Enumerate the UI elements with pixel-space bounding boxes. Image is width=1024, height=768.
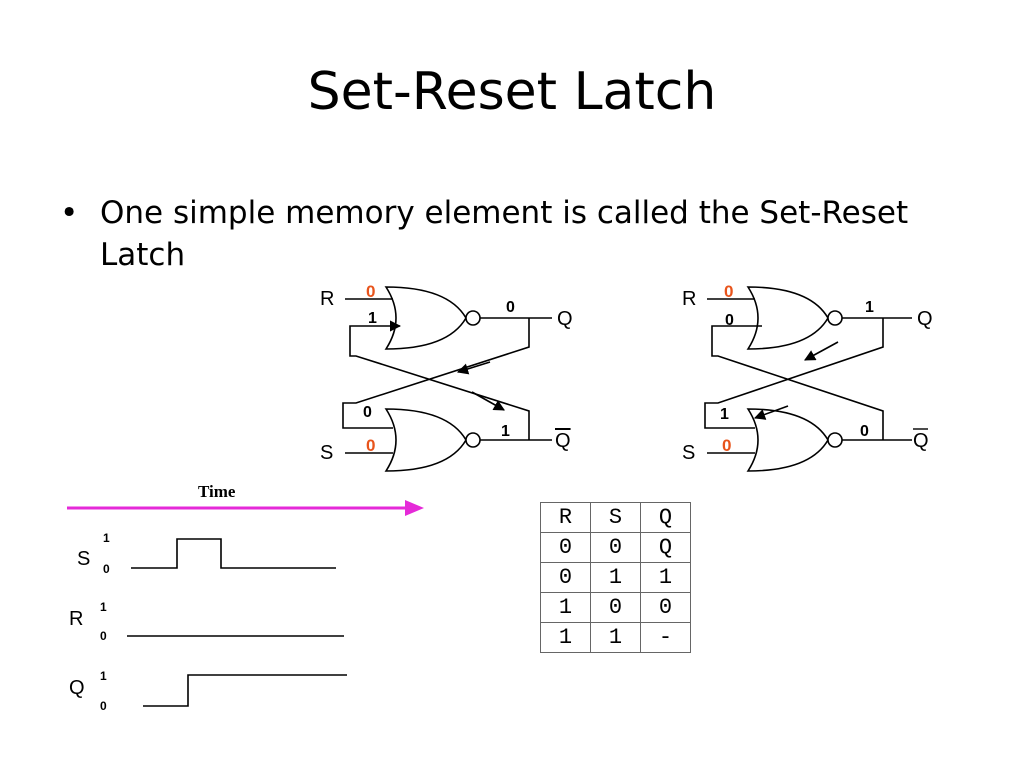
truth-table-cell: 1	[540, 622, 591, 653]
label-r-right: R	[682, 288, 696, 310]
latch-left	[342, 286, 552, 472]
time-label: Time	[198, 482, 236, 501]
nor-gate-bottom-left	[384, 408, 467, 472]
label-q-right: Q	[917, 308, 933, 330]
inverter-bubble-top-left	[465, 310, 481, 326]
nor-gate-top-left	[384, 286, 467, 350]
bullet-point: • One simple memory element is called th…	[60, 192, 940, 276]
signal-r-name: R	[69, 608, 83, 630]
truth-table-row: 1 0 0	[540, 592, 691, 623]
bullet-icon: •	[60, 195, 79, 231]
truth-table-cell: -	[640, 622, 691, 653]
value-feedback-top-right: 0	[725, 312, 734, 329]
value-feedback-top-left: 1	[368, 310, 377, 327]
truth-table-row: 1 1 -	[540, 622, 691, 653]
truth-table-cell: 0	[540, 532, 591, 563]
truth-table-header: S	[590, 502, 641, 533]
value-s-left: 0	[366, 436, 375, 455]
nor-gate-bottom-right	[746, 408, 829, 472]
signal-q-name: Q	[69, 677, 85, 699]
truth-table: R S Q 0 0 Q 0 1 1 1 0 0 1 1 -	[540, 502, 691, 653]
label-r-left: R	[320, 288, 334, 310]
bullet-text: One simple memory element is called the …	[100, 195, 909, 273]
signal-q-low: 0	[100, 699, 107, 713]
latch-right	[704, 286, 912, 472]
signal-q-high: 1	[100, 669, 107, 683]
truth-table-cell: 1	[590, 562, 641, 593]
truth-table-cell: 1	[590, 622, 641, 653]
value-qbar-left: 1	[501, 423, 510, 440]
signal-r-high: 1	[100, 600, 107, 614]
latch-right-labels: R S Q Q 0 0 0 1 1 0	[682, 282, 933, 464]
label-qbar-right: Q	[913, 430, 929, 452]
truth-table-header: R	[540, 502, 591, 533]
truth-table-cell: 0	[590, 592, 641, 623]
value-q-right: 1	[865, 299, 874, 316]
truth-table-header-row: R S Q	[540, 502, 691, 533]
inverter-bubble-top-right	[827, 310, 843, 326]
waveform-q	[143, 674, 347, 707]
signal-r-low: 0	[100, 629, 107, 643]
value-q-left: 0	[506, 299, 515, 316]
value-feedback-bottom-left: 0	[363, 404, 372, 421]
value-qbar-right: 0	[860, 423, 869, 440]
latch-left-labels: R S Q Q 0 0 1 0 0 1	[320, 282, 573, 464]
truth-table-row: 0 0 Q	[540, 532, 691, 563]
truth-table-row: 0 1 1	[540, 562, 691, 593]
value-r-right: 0	[724, 282, 733, 301]
truth-table-header: Q	[640, 502, 691, 533]
value-feedback-bottom-right: 1	[720, 406, 729, 423]
signal-s-high: 1	[103, 531, 110, 545]
truth-table-cell: 0	[590, 532, 641, 563]
time-arrow-icon	[405, 500, 424, 516]
inverter-bubble-bottom-right	[827, 432, 843, 448]
truth-table-cell: 1	[640, 562, 691, 593]
slide-title: Set-Reset Latch	[307, 62, 717, 122]
signal-s-low: 0	[103, 562, 110, 576]
value-s-right: 0	[722, 436, 731, 455]
truth-table-cell: 0	[540, 562, 591, 593]
nor-gate-top-right	[746, 286, 829, 350]
timing-diagram: Time S 1 0 R 1 0 Q 1 0	[67, 482, 424, 713]
label-q-left: Q	[557, 308, 573, 330]
label-qbar-left: Q	[555, 430, 571, 452]
waveform-s	[131, 538, 336, 569]
truth-table-cell: 1	[540, 592, 591, 623]
signal-s-name: S	[77, 548, 90, 570]
inverter-bubble-bottom-left	[465, 432, 481, 448]
truth-table-cell: Q	[640, 532, 691, 563]
label-s-left: S	[320, 442, 333, 464]
label-s-right: S	[682, 442, 695, 464]
value-r-left: 0	[366, 282, 375, 301]
truth-table-cell: 0	[640, 592, 691, 623]
